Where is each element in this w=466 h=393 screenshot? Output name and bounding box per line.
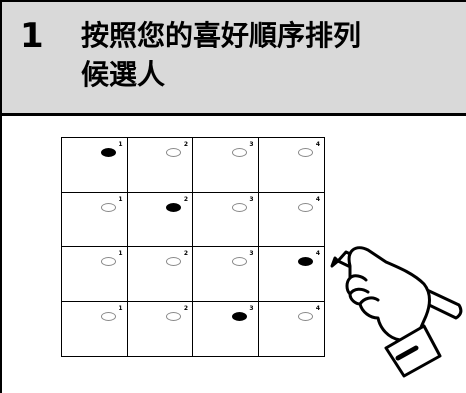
ranking-ballot-grid: 1 2 3 4 1 2 3 4 1 2 3 4 1 2 3 4	[61, 137, 325, 357]
step-title: 按照您的喜好順序排列 候選人	[81, 16, 441, 94]
empty-oval	[231, 148, 247, 157]
ballot-cell: 4	[258, 247, 324, 302]
step-title-line-1: 按照您的喜好順序排列	[81, 19, 362, 52]
rank-number: 2	[183, 304, 188, 312]
ballot-cell: 1	[62, 192, 128, 247]
rank-number: 1	[118, 250, 123, 257]
ballot-cell: 3	[193, 247, 259, 302]
rank-number: 4	[315, 195, 320, 203]
empty-oval	[166, 311, 181, 321]
ballot-cell: 2	[128, 301, 193, 356]
ballot-cell: 1	[62, 247, 128, 302]
empty-oval	[100, 202, 116, 212]
ballot-cell: 2	[127, 192, 193, 247]
empty-oval	[298, 202, 313, 212]
filled-oval	[100, 148, 116, 157]
step-number: 1	[20, 16, 44, 56]
rank-number: 4	[315, 304, 320, 312]
ballot-cell: 2	[127, 247, 193, 302]
empty-oval	[298, 148, 313, 157]
rank-number: 3	[249, 141, 254, 148]
rank-number: 1	[118, 304, 123, 312]
rank-number: 2	[183, 195, 188, 203]
rank-number: 1	[118, 195, 123, 203]
rank-number: 1	[118, 141, 123, 148]
ballot-cell: 4	[258, 138, 324, 193]
ballot-cell: 1	[62, 138, 128, 193]
ballot-cell: 3	[193, 138, 259, 193]
filled-oval	[298, 257, 313, 266]
empty-oval	[231, 202, 247, 212]
rank-number: 2	[183, 250, 188, 257]
empty-oval	[100, 257, 116, 266]
rank-number: 3	[249, 195, 254, 203]
ballot-cell: 1	[62, 301, 128, 356]
filled-oval	[166, 202, 181, 212]
hand-with-pen-icon	[330, 246, 463, 378]
rank-number: 4	[315, 250, 320, 257]
empty-oval	[166, 148, 181, 157]
instruction-header: 1 按照您的喜好順序排列 候選人	[2, 2, 466, 116]
empty-oval	[231, 257, 247, 266]
ballot-cell: 4	[258, 193, 324, 247]
empty-oval	[298, 311, 313, 321]
empty-oval	[166, 257, 181, 266]
ballot-cell: 4	[259, 302, 325, 357]
rank-number: 3	[249, 304, 254, 312]
rank-number: 4	[315, 141, 320, 148]
ballot-cell: 3	[193, 301, 259, 356]
empty-oval	[100, 311, 116, 321]
rank-number: 3	[249, 250, 254, 257]
rank-number: 2	[183, 141, 188, 148]
ballot-cell: 2	[127, 138, 193, 193]
step-title-line-2: 候選人	[81, 58, 166, 91]
filled-oval	[231, 311, 247, 321]
ballot-cell: 3	[193, 192, 259, 247]
